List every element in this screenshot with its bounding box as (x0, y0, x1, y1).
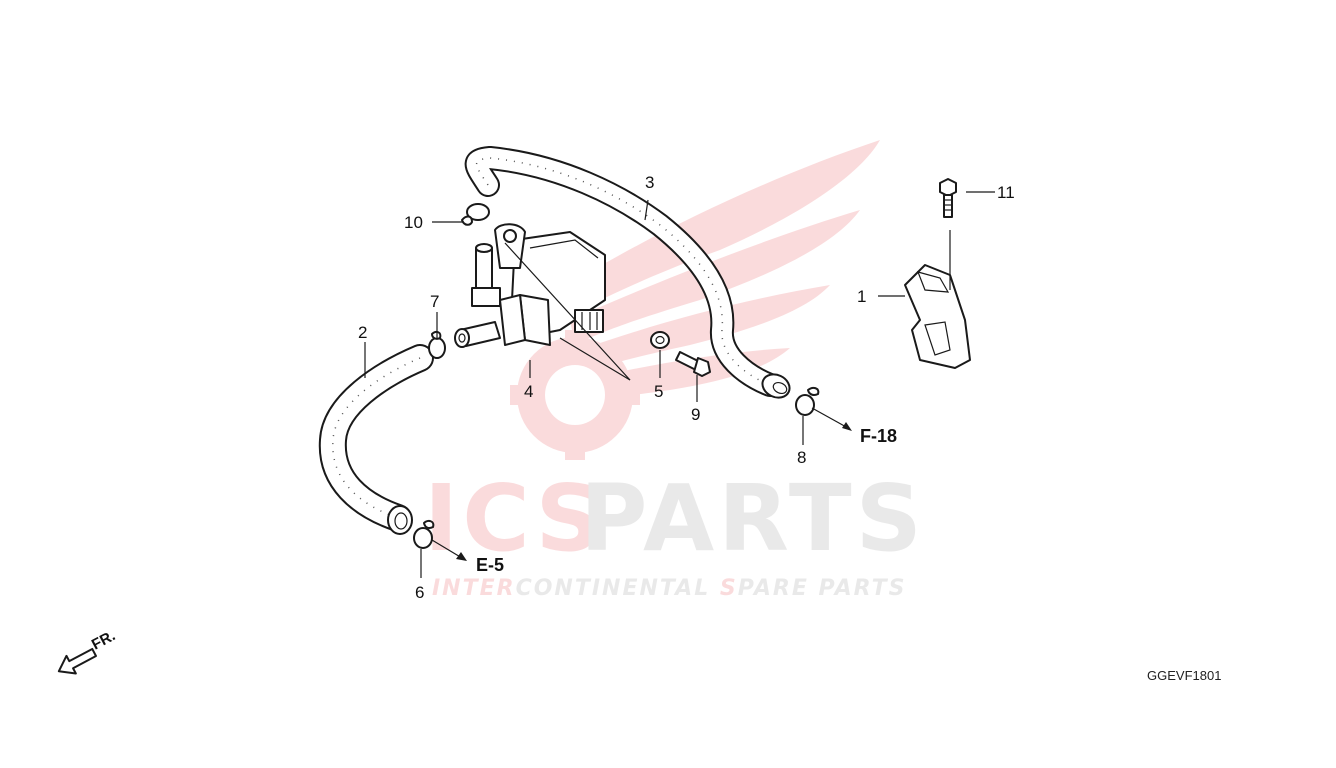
callout-8: 8 (797, 448, 806, 467)
clip-part-10 (461, 203, 490, 226)
watermark-brand-accent: ICS (424, 465, 606, 572)
bracket-part-1 (904, 264, 971, 369)
callout-6: 6 (415, 583, 424, 602)
callout-7: 7 (430, 292, 439, 311)
leader-lines (364, 191, 995, 578)
callout-1: 1 (857, 287, 866, 306)
callout-2: 2 (358, 323, 367, 342)
callout-4: 4 (524, 382, 533, 401)
hose-part-2 (318, 344, 434, 535)
front-direction-arrow-icon (57, 647, 98, 675)
bolt-part-9 (675, 351, 711, 377)
front-indicator: FR. (57, 627, 118, 675)
callout-5: 5 (654, 382, 663, 401)
ref-e5: E-5 (476, 555, 504, 575)
hose-part-3 (464, 145, 791, 399)
watermark-tagline: INTERCONTINENTAL SPARE PARTS (432, 576, 906, 601)
clip-part-8 (795, 386, 820, 416)
callout-11: 11 (997, 183, 1015, 202)
clip-part-6 (413, 519, 435, 549)
watermark-brand: PARTS (580, 465, 926, 572)
callout-10: 10 (404, 213, 423, 232)
watermark: ICS PARTS INTERCONTINENTAL SPARE PARTS (424, 140, 926, 601)
callout-3: 3 (645, 173, 654, 192)
callout-9: 9 (691, 405, 700, 424)
clip-part-7 (428, 330, 446, 359)
diagram-code: GGEVF1801 (1147, 668, 1221, 683)
ref-f18: F-18 (860, 426, 897, 446)
bolt-part-11 (939, 178, 957, 218)
washer-part-5 (650, 331, 670, 349)
